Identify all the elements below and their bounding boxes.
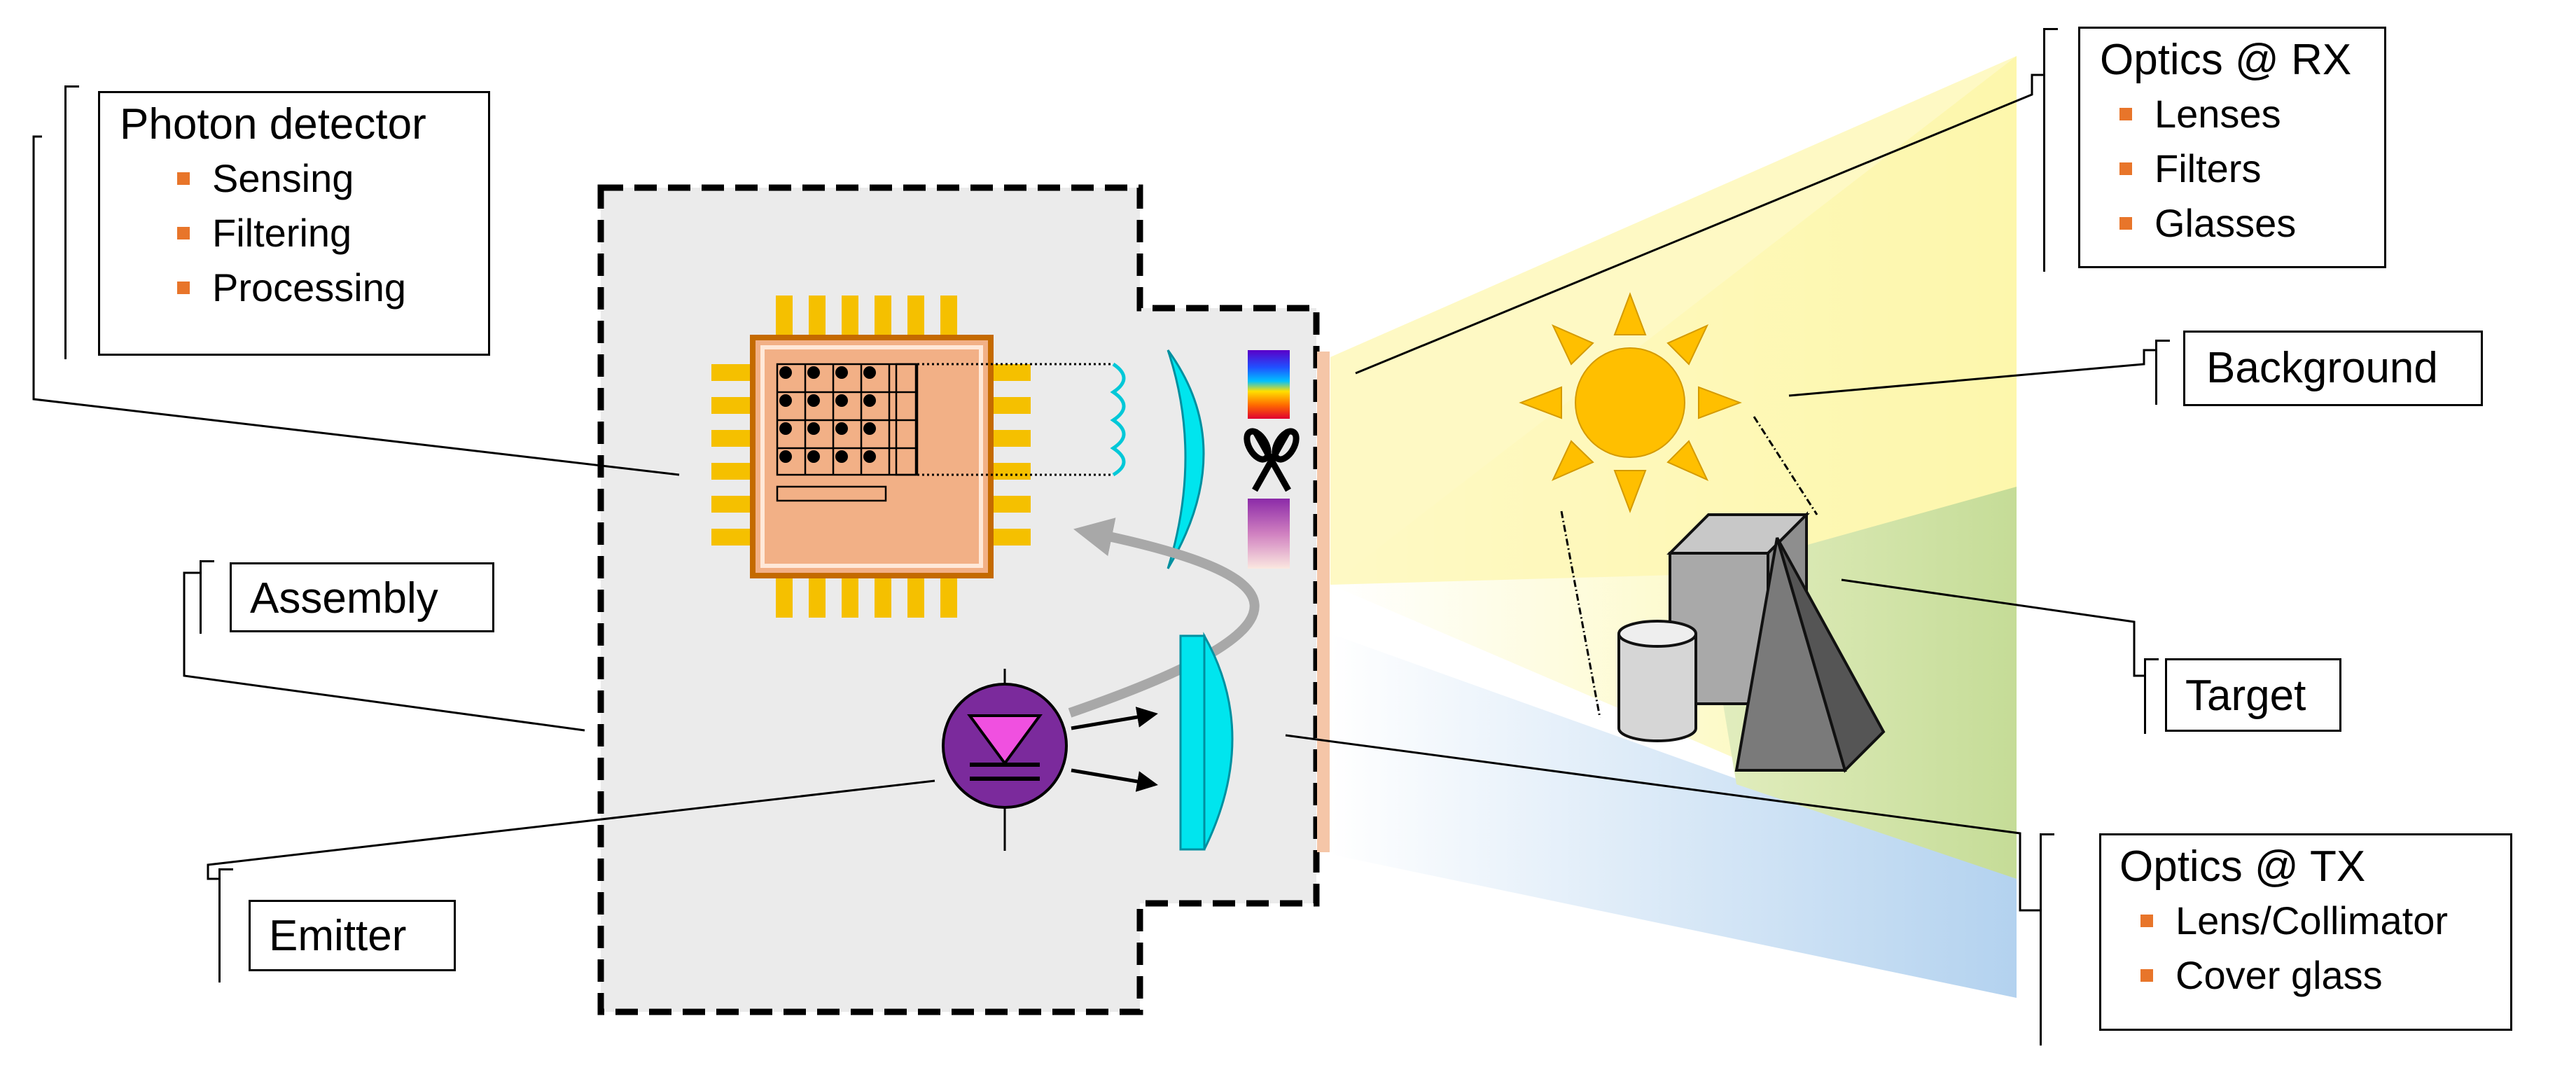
optics-tx-callout: Optics @ TX Lens/Collimator Cover glass	[2099, 833, 2512, 1031]
bracket-target	[2144, 658, 2159, 734]
emitter-callout: Emitter	[249, 900, 456, 971]
bullet-icon	[177, 227, 190, 239]
bullet-icon	[177, 282, 190, 294]
bracket-emitter	[218, 868, 233, 982]
list-item: Lenses	[2119, 95, 2365, 134]
rx-lens	[1167, 349, 1205, 569]
rx-fov-upper	[1330, 56, 2017, 585]
photon-detector-title: Photon detector	[120, 100, 426, 148]
bracket-background	[2155, 340, 2170, 405]
bracket-optics-rx	[2043, 28, 2058, 272]
bullet-icon	[2140, 915, 2153, 927]
optics-rx-callout: Optics @ RX Lenses Filters Glasses	[2078, 27, 2386, 268]
return-path-arrow	[1068, 517, 1260, 718]
list-item: Cover glass	[2140, 956, 2492, 995]
assembly-title: Assembly	[250, 574, 438, 623]
list-item: Filters	[2119, 149, 2365, 188]
optics-rx-title: Optics @ RX	[2100, 36, 2352, 84]
target-callout: Target	[2165, 658, 2341, 732]
tx-lens	[1179, 632, 1234, 851]
list-item: Processing	[177, 268, 468, 307]
optics-tx-title: Optics @ TX	[2119, 842, 2366, 891]
leader-lines	[32, 74, 2155, 912]
bullet-icon	[2140, 969, 2153, 982]
bullet-icon	[2119, 162, 2132, 175]
assembly-housing	[597, 184, 1320, 1015]
cover-glass	[1317, 352, 1330, 852]
spectrum-filter	[1248, 350, 1290, 419]
filtered-spectrum	[1248, 499, 1290, 569]
background-title: Background	[2206, 344, 2438, 392]
emitter-diode-icon	[942, 669, 1158, 851]
target-objects	[1617, 511, 1886, 773]
scissors-icon	[1244, 428, 1300, 492]
bullet-icon	[2119, 217, 2132, 230]
assembly-callout: Assembly	[230, 562, 494, 632]
microlens-array	[1110, 362, 1126, 477]
bracket-assembly	[200, 560, 214, 634]
pyramid	[1734, 537, 1886, 773]
bracket-photon-detector	[64, 85, 79, 359]
bracket-optics-tx	[2040, 833, 2054, 1045]
list-item: Sensing	[177, 159, 468, 198]
bullet-icon	[177, 172, 190, 185]
cylinder	[1617, 620, 1697, 742]
sun-icon	[1519, 292, 1742, 513]
target-title: Target	[2185, 672, 2306, 720]
background-callout: Background	[2183, 331, 2483, 406]
bullet-icon	[2119, 108, 2132, 120]
list-item: Lens/Collimator	[2140, 901, 2492, 940]
emitter-title: Emitter	[269, 912, 407, 960]
list-item: Glasses	[2119, 204, 2365, 243]
photon-detector-chip	[711, 296, 1126, 618]
list-item: Filtering	[177, 214, 468, 253]
tx-beam	[1330, 634, 2017, 998]
photon-detector-callout: Photon detector Sensing Filtering Proces…	[98, 91, 490, 356]
